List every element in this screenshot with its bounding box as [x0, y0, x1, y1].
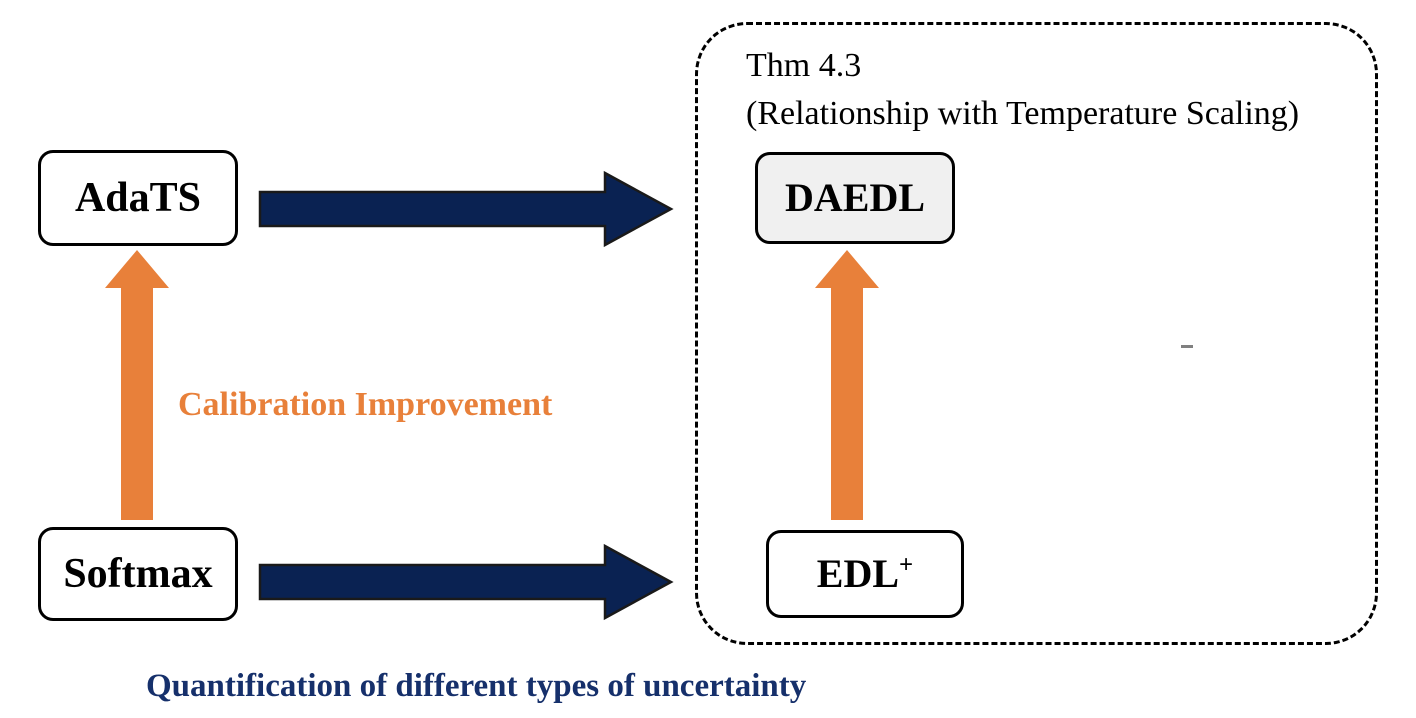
- arrow-softmax-to-edlplus: [258, 543, 674, 621]
- theorem-line-1: Thm 4.3: [746, 47, 862, 84]
- node-daedl-label: DAEDL: [784, 175, 926, 220]
- node-softmax[interactable]: Softmax: [38, 527, 238, 621]
- node-edlplus[interactable]: EDL+: [766, 530, 964, 618]
- arrow-adats-to-daedl: [258, 170, 674, 248]
- node-edlplus-base: EDL: [816, 551, 900, 596]
- theorem-dashed-region: [695, 22, 1378, 645]
- arrow-softmax-to-adats: [103, 248, 171, 522]
- node-softmax-label: Softmax: [63, 551, 213, 597]
- bottom-caption: Quantification of different types of unc…: [146, 668, 807, 704]
- stray-dash-mark: [1181, 345, 1193, 348]
- arrow-edlplus-to-daedl: [813, 248, 881, 522]
- calibration-improvement-label: Calibration Improvement: [178, 386, 553, 423]
- node-edlplus-label: EDL+: [816, 551, 914, 596]
- node-edlplus-superscript: +: [899, 551, 914, 579]
- node-daedl[interactable]: DAEDL: [755, 152, 955, 244]
- theorem-caption: Thm 4.3 (Relationship with Temperature S…: [746, 42, 1386, 137]
- theorem-line-2: (Relationship with Temperature Scaling): [746, 94, 1300, 132]
- node-adats-label: AdaTS: [74, 175, 202, 221]
- node-adats[interactable]: AdaTS: [38, 150, 238, 246]
